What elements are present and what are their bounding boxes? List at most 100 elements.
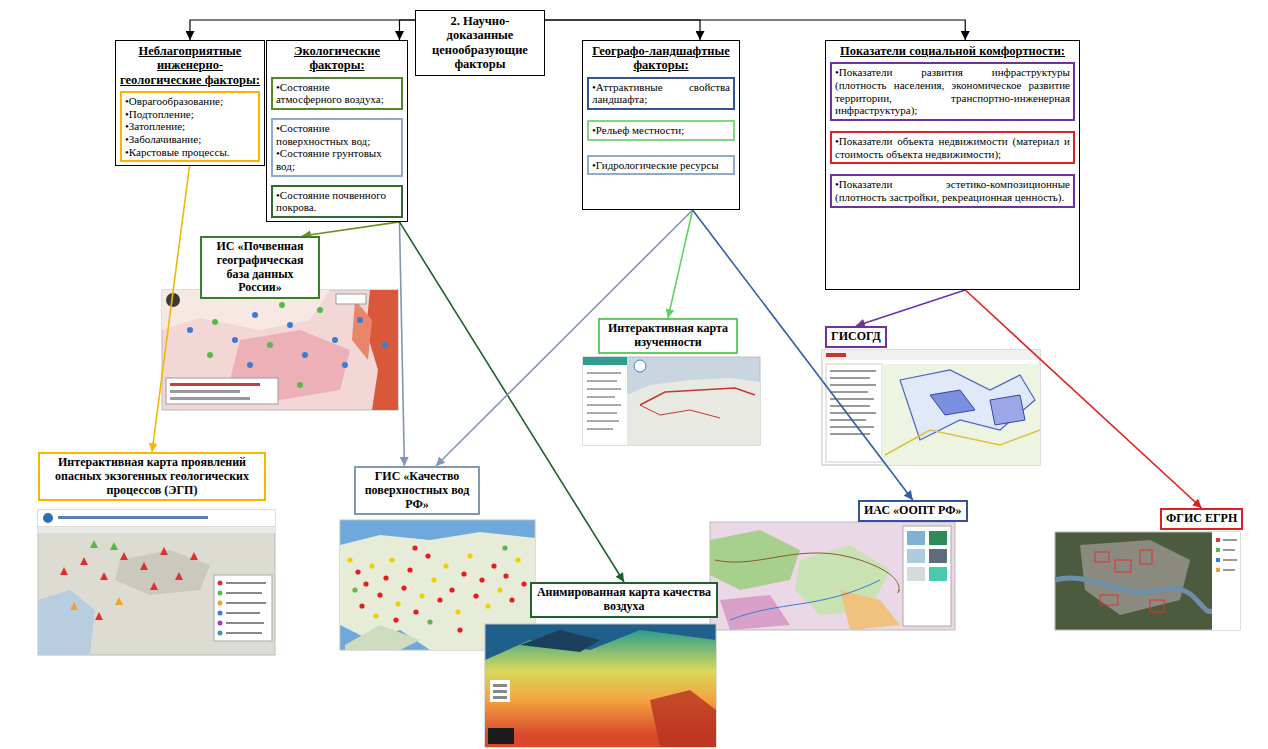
water-quality-map-screenshot-part — [473, 593, 478, 598]
gisogd-screenshot-part — [830, 412, 876, 414]
oopt-map-screenshot-part — [907, 549, 925, 563]
information-system-label: ИС «Почвенная географическая база данных… — [200, 236, 320, 299]
egp-map-screenshot-part — [226, 622, 264, 624]
soil-map-screenshot-part — [352, 300, 372, 360]
egp-map-screenshot-part — [218, 591, 223, 596]
egrn-map-screenshot-part — [1223, 549, 1235, 551]
study-map-screenshot-part — [587, 388, 621, 390]
oopt-map-screenshot-part — [903, 526, 951, 626]
oopt-map-screenshot-part — [907, 531, 925, 545]
connector-arrow — [302, 222, 399, 236]
factor-list-box: •Состояние почвенного покрова. — [271, 185, 403, 218]
box-text: •Состояние атмосферного воздуха; — [276, 81, 398, 106]
egrn-map-screenshot-part — [1216, 558, 1220, 562]
box-heading: Неблагоприятные инженерно-геологические … — [120, 44, 260, 87]
water-quality-map-screenshot-part — [449, 587, 454, 592]
egp-map-screenshot-part — [100, 572, 108, 580]
information-system-label: ИАС «ООПТ РФ» — [858, 500, 968, 522]
soil-map-screenshot-part — [317, 307, 323, 313]
gisogd-screenshot-part — [826, 353, 846, 357]
egrn-map-screenshot-part — [1216, 538, 1220, 542]
box-text: •Аттрактивные свойства ландшафта; — [592, 81, 730, 106]
oopt-map-screenshot-part — [730, 580, 880, 620]
egp-map-screenshot-part — [226, 612, 260, 614]
factor-list-box: •Рельеф местности; — [587, 120, 735, 141]
egp-map-screenshot-part — [115, 550, 210, 595]
egp-map-screenshot-part — [160, 547, 168, 555]
soil-map-screenshot-part — [287, 322, 293, 328]
box-text: •Состояние поверхностных вод; — [276, 122, 398, 147]
egp-map-screenshot-part — [38, 510, 275, 526]
connector-arrow — [668, 210, 693, 318]
water-quality-map-screenshot-part — [407, 567, 412, 572]
box-text: •Заболачивание; — [125, 133, 255, 146]
soil-map-screenshot-part — [247, 362, 253, 368]
oopt-map-screenshot-part — [715, 553, 900, 593]
gisogd-screenshot-part — [882, 364, 1040, 465]
box-heading: 2. Научно-доказанные ценообразующие факт… — [420, 14, 540, 72]
soil-map-screenshot — [162, 290, 398, 410]
box-heading: Анимированная карта качества воздуха — [536, 586, 712, 614]
gisogd-screenshot-part — [822, 350, 1040, 465]
water-quality-map-screenshot-part — [491, 563, 496, 568]
soil-map-screenshot-part — [279, 302, 285, 308]
title-box: 2. Научно-доказанные ценообразующие факт… — [415, 10, 545, 76]
oopt-map-screenshot-part — [929, 567, 947, 581]
connector-arrow — [856, 290, 965, 326]
connector-arrow — [399, 222, 624, 582]
factor-list-box: •Гидрологические ресурсы — [587, 155, 735, 176]
study-map-screenshot-part — [583, 357, 627, 365]
soil-map-screenshot-part — [170, 383, 260, 386]
water-quality-map-screenshot-part — [352, 587, 357, 592]
air-quality-map-screenshot — [485, 624, 716, 747]
category-box: Экологические факторы:•Состояние атмосфе… — [266, 40, 408, 222]
soil-map-screenshot-part — [302, 352, 308, 358]
egp-map-screenshot — [38, 510, 275, 655]
box-heading: ИС «Почвенная географическая база данных… — [206, 240, 314, 295]
gisogd-screenshot — [822, 350, 1040, 465]
box-heading: Географо-ландшафтные факторы: — [587, 44, 735, 73]
factor-list-box: •Состояние атмосферного воздуха; — [271, 77, 403, 110]
egp-map-screenshot-part — [70, 602, 78, 610]
gisogd-screenshot-part — [830, 377, 870, 379]
air-quality-map-screenshot-part — [490, 680, 510, 702]
air-quality-map-screenshot-part — [485, 630, 716, 747]
egp-map-screenshot-part — [38, 527, 275, 533]
egp-map-screenshot-part — [38, 510, 275, 655]
egrn-map-screenshot — [1055, 532, 1240, 630]
water-quality-map-screenshot-part — [509, 597, 514, 602]
factor-list-box: •Состояние поверхностных вод;•Состояние … — [271, 118, 403, 177]
soil-map-screenshot-part — [297, 382, 303, 388]
box-heading: Интерактивная карта изученности — [604, 322, 732, 350]
egrn-map-screenshot-part — [1115, 560, 1131, 572]
water-quality-map-screenshot-part — [455, 609, 460, 614]
water-quality-map-screenshot-part — [467, 553, 472, 558]
study-map-screenshot-part — [587, 428, 613, 430]
egrn-map-screenshot-part — [1212, 532, 1240, 630]
egrn-map-screenshot-part — [1140, 550, 1152, 564]
box-heading: ИАС «ООПТ РФ» — [864, 504, 962, 518]
connector-arrow — [965, 290, 1201, 508]
study-map-screenshot-part — [640, 388, 755, 405]
study-map-screenshot-part — [587, 396, 615, 398]
air-quality-map-screenshot-part — [650, 690, 716, 747]
connector-arrow — [399, 222, 404, 466]
water-quality-map-screenshot-part — [461, 571, 466, 576]
study-map-screenshot-part — [587, 412, 617, 414]
water-quality-map-screenshot-part — [425, 553, 430, 558]
box-text: •Затопление; — [125, 120, 255, 133]
egp-map-screenshot-part — [150, 582, 158, 590]
information-system-label: ФГИС ЕГРН — [1160, 508, 1243, 530]
information-system-label: Интерактивная карта проявлений опасных э… — [38, 452, 266, 501]
category-box: Показатели социальной комфортности:•Пока… — [825, 40, 1080, 290]
box-heading: Интерактивная карта проявлений опасных э… — [44, 456, 260, 497]
air-quality-map-screenshot-part — [493, 690, 507, 693]
egp-map-screenshot-part — [214, 575, 272, 641]
water-quality-map-screenshot-part — [395, 601, 400, 606]
study-map-screenshot-part — [587, 420, 619, 422]
soil-map-screenshot-part — [366, 290, 398, 410]
egp-map-screenshot-part — [218, 581, 223, 586]
study-map-screenshot-part — [587, 380, 617, 382]
water-quality-map-screenshot-part — [355, 569, 360, 574]
gisogd-screenshot-part — [830, 405, 870, 407]
